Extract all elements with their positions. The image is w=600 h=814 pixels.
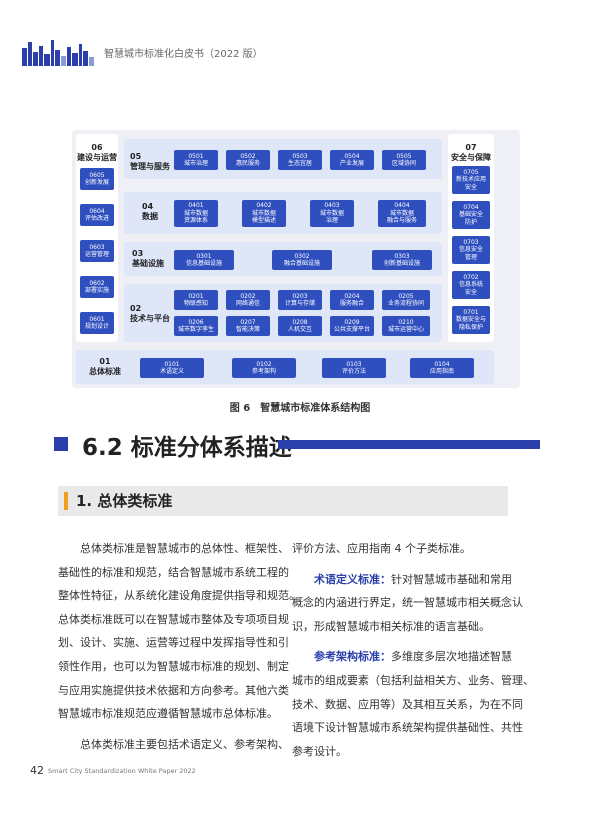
text-line: 划、设计、实施、运营等过程中发挥指导性和引 [58,636,289,650]
figure-caption: 图 6 智慧城市标准体系结构图 [229,403,371,414]
right-text-column: 评价方法、应用指南 4 个子类标准。 术语定义标准：针对智慧城市基础和常用 概念… [292,537,534,763]
text-line: 参考设计。 [292,744,347,758]
subsection-header-box [58,486,508,516]
text-line: 概念的内涵进行界定，统一智慧城市相关概念认 [292,596,523,610]
left-text-column: 总体类标准是智慧城市的总体性、框架性、 基础性的标准和规范，结合智慧城市系统工程… [58,537,300,756]
skyline-logo-icon [22,40,94,66]
text-line: 与应用实施提供技术依据和方向参考。其他六类 [58,683,289,697]
header-title: 智慧城市标准化白皮书（2022 版） [104,49,263,60]
column-07-label: 07 安全与保障 [451,143,491,162]
column-06 [76,134,118,342]
text-line: 总体类标准是智慧城市的总体性、框架性、 [80,542,289,555]
text-line: 智慧城市标准规范应遵循智慧城市总体标准。 [58,707,278,721]
text-line: 评价方法、应用指南 4 个子类标准。 [292,542,471,555]
text-line: 总体类标准既可以在智慧城市整体及专项项目规 [58,612,289,626]
section-square-marker [54,437,68,451]
text-line: 总体类标准主要包括术语定义、参考架构、 [80,737,289,751]
text-line: 识，形成智慧城市相关标准的语言基础。 [292,619,490,633]
subsection-title: 1. 总体类标准 [76,492,173,510]
text-line: 城市的组成要素（包括利益相关方、业务、管理、 [292,673,534,687]
section-bar-decoration [278,440,540,449]
column-06-label: 06 建设与运营 [77,143,117,162]
section-title: 6.2 标准分体系描述 [82,435,292,461]
text-line: 参考架构标准：多维度多层次地描述智慧 [314,650,512,664]
term-heading: 参考架构标准： [314,650,391,664]
text-line: 术语定义标准：针对智慧城市基础和常用 [314,572,512,586]
text-line: 基础性的标准和规范，结合智慧城市系统工程的 [58,565,289,579]
text-line: 领性作用，也可以为智慧城市标准的规划、制定 [58,659,289,673]
term-heading: 术语定义标准： [314,572,391,586]
footer-title: Smart City Standardization White Paper 2… [48,767,196,775]
text-line: 整体性特征，从系统化建设角度提供指导和规范。 [58,589,300,603]
text-line: 语境下设计智慧城市系统架构提供基础性、共性 [292,721,523,735]
text-line: 技术、数据、应用等）及其相互关系，为在不同 [292,697,523,711]
subsection-accent-bar [64,492,68,510]
page-number: 42 [30,764,44,777]
